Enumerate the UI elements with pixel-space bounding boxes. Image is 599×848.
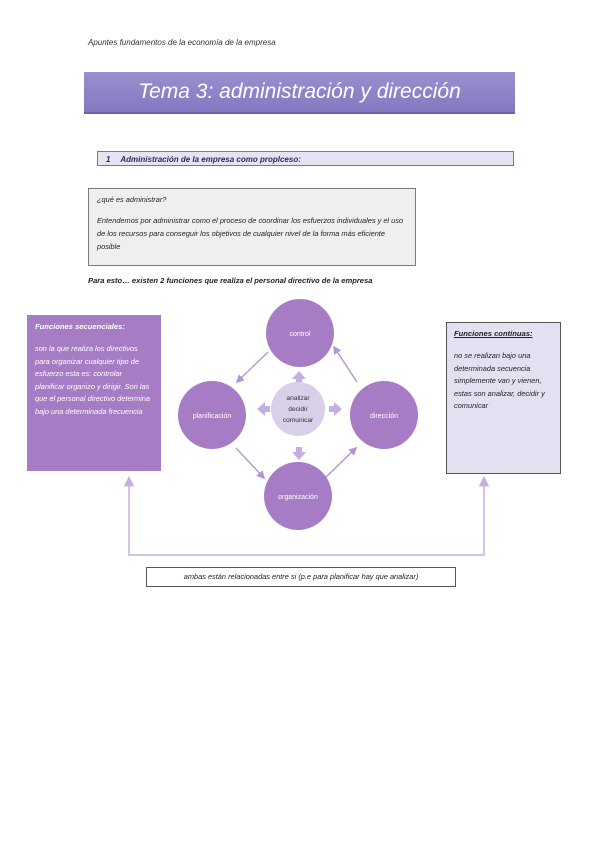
definition-box: ¿qué es administrar? Entendemos por admi…: [88, 188, 416, 266]
sequential-body: son la que realiza los directivos para o…: [35, 344, 151, 416]
center-label-comunicar: comunicar: [283, 417, 314, 424]
node-organizacion: [264, 462, 332, 530]
relation-note: ambas están relacionadas entre si (p.e p…: [183, 572, 419, 581]
inner-arrow-right: [329, 402, 342, 416]
page-title: Tema 3: administración y dirección: [138, 80, 461, 103]
inner-arrow-down: [292, 447, 306, 460]
node-center: [271, 382, 325, 436]
title-banner: Tema 3: administración y dirección: [84, 72, 515, 114]
node-planificacion: [178, 381, 246, 449]
continuous-heading: Funciones continuas:: [454, 329, 533, 338]
header-note: Apuntes fundamentos de la economía de la…: [88, 38, 276, 47]
arrow-control-to-planificacion: [235, 351, 269, 384]
relation-note-box: ambas están relacionadas entre si (p.e p…: [146, 567, 456, 587]
node-organizacion-label: organización: [278, 494, 318, 501]
section-label: Administración de la empresa como proplc…: [120, 155, 301, 164]
connector-line: [123, 475, 490, 556]
continuous-body: no se realizan bajo una determinada secu…: [454, 351, 545, 411]
center-label-decidir: decidir: [288, 406, 308, 413]
arrow-planificacion-to-organizacion: [235, 447, 266, 480]
inner-arrow-left: [257, 402, 270, 416]
arrow-direccion-to-control: [333, 345, 358, 383]
node-planificacion-label: planificación: [193, 413, 232, 420]
sequential-functions-box: Funciones secuenciales: son la que reali…: [27, 315, 161, 471]
section-number: 1: [106, 155, 111, 164]
node-direccion-label: dirección: [370, 413, 398, 420]
definition-question: ¿qué es administrar?: [97, 195, 167, 204]
center-label-analizar: analizar: [286, 395, 310, 402]
arrow-organizacion-to-direccion: [324, 446, 358, 479]
continuous-functions-box: Funciones continuas: no se realizan bajo…: [446, 322, 561, 474]
node-control: [266, 299, 334, 367]
inner-arrow-up: [292, 371, 306, 383]
sequential-heading: Funciones secuenciales:: [35, 322, 125, 331]
section-heading: 1 Administración de la empresa como prop…: [97, 151, 514, 166]
intro-line: Para esto… existen 2 funciones que reali…: [88, 276, 373, 285]
node-direccion: [350, 381, 418, 449]
node-control-label: control: [289, 331, 310, 338]
definition-answer: Entendemos por administrar como el proce…: [97, 216, 404, 251]
